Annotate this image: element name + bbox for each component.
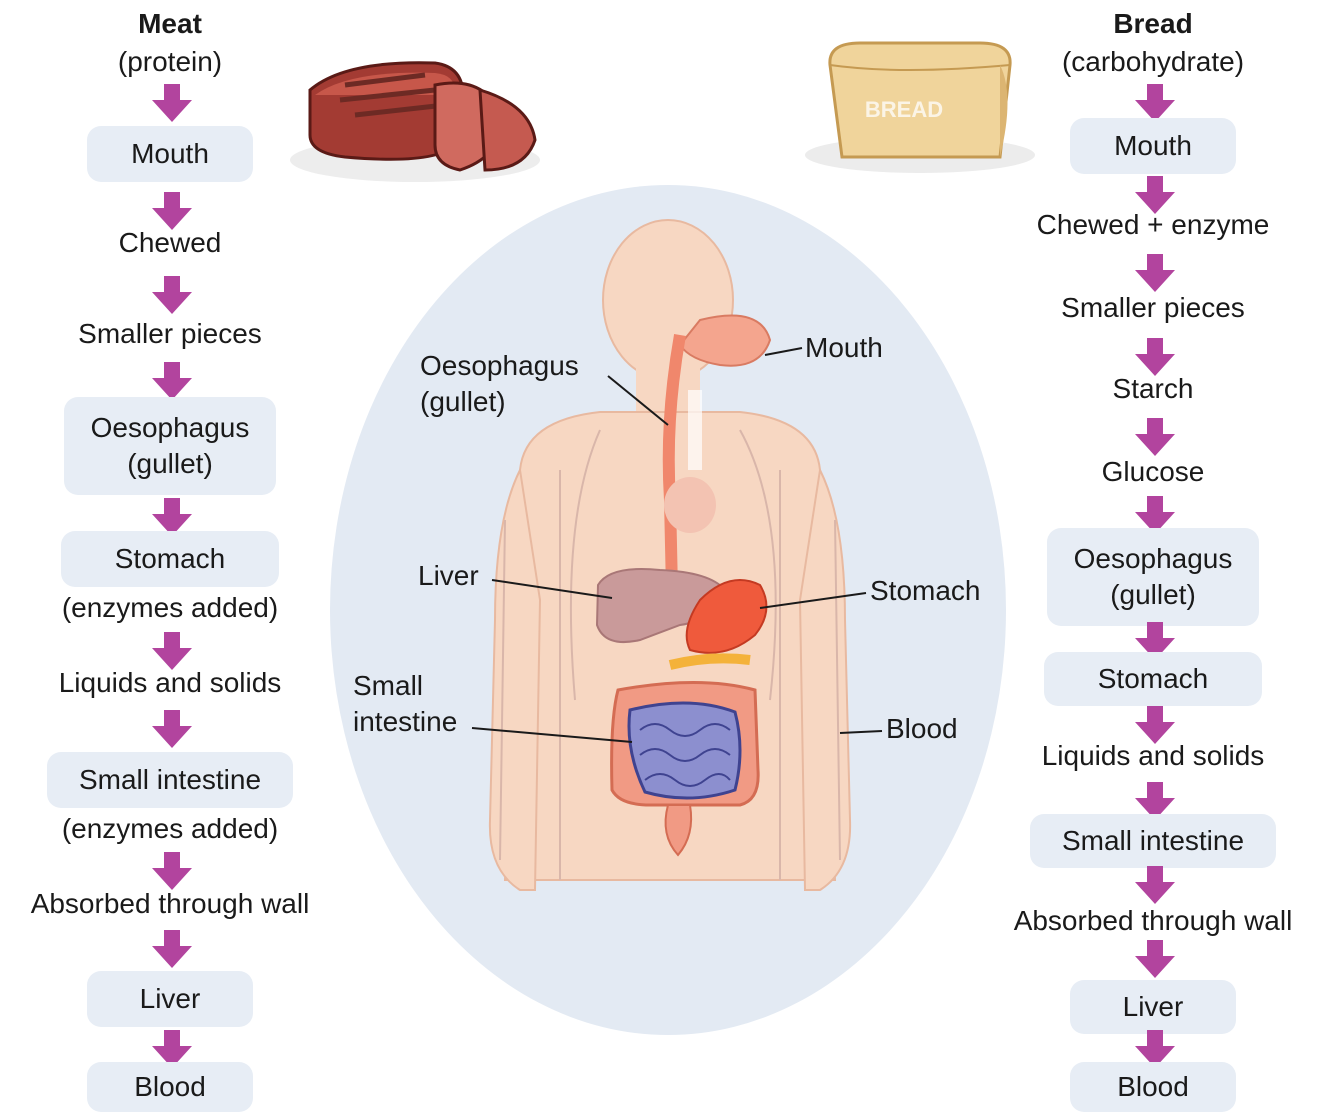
meat-step-liver: Liver [87,971,253,1027]
down-arrow-icon [152,852,192,890]
down-arrow-icon [152,710,192,748]
down-arrow-icon [1135,84,1175,122]
down-arrow-icon [1135,940,1175,978]
meat-title: Meat (protein) [118,5,222,81]
meat-step-small-intestine: Small intestine [47,752,293,808]
bread-title: Bread (carbohydrate) [1062,5,1244,81]
label-stomach: Stomach [870,573,981,609]
bread-step-oesophagus: Oesophagus (gullet) [1047,528,1259,626]
bread-step-blood: Blood [1070,1062,1236,1112]
meat-step-stomach: Stomach [61,531,279,587]
bread-step-smaller-pieces: Smaller pieces [1061,290,1245,326]
label-small-intestine-line2: intestine [353,704,457,740]
bread-step-liver: Liver [1070,980,1236,1034]
bread-step-chewed-enzyme: Chewed + enzyme [1037,207,1270,243]
meat-step-oesophagus-line1: Oesophagus [91,410,250,446]
down-arrow-icon [152,276,192,314]
meat-step-absorbed: Absorbed through wall [31,886,310,922]
meat-step-mouth: Mouth [87,126,253,182]
down-arrow-icon [1135,418,1175,456]
down-arrow-icon [152,930,192,968]
label-oesophagus-line1: Oesophagus [420,348,579,384]
meat-title-text: Meat [118,5,222,43]
label-liver: Liver [418,558,479,594]
bread-step-absorbed: Absorbed through wall [1014,903,1293,939]
label-oesophagus: Oesophagus (gullet) [420,348,579,421]
meat-step-enzymes-added-1: (enzymes added) [62,590,278,626]
label-small-intestine: Small intestine [353,668,457,741]
meat-step-liquids-solids: Liquids and solids [59,665,282,701]
bread-step-liquids-solids: Liquids and solids [1042,738,1265,774]
svg-text:BREAD: BREAD [865,97,943,122]
meat-step-chewed: Chewed [119,225,222,261]
bread-step-starch: Starch [1113,371,1194,407]
label-mouth: Mouth [805,330,883,366]
bread-title-text: Bread [1062,5,1244,43]
bread-step-mouth: Mouth [1070,118,1236,174]
bread-loaf-icon: BREAD [800,35,1040,175]
steak-icon [285,45,545,185]
meat-subtitle: (protein) [118,43,222,81]
bread-step-glucose: Glucose [1102,454,1205,490]
label-blood: Blood [886,711,958,747]
meat-step-enzymes-added-2: (enzymes added) [62,811,278,847]
down-arrow-icon [152,84,192,122]
label-oesophagus-line2: (gullet) [420,384,579,420]
meat-step-smaller-pieces: Smaller pieces [78,316,262,352]
down-arrow-icon [1135,866,1175,904]
bread-subtitle: (carbohydrate) [1062,43,1244,81]
label-small-intestine-line1: Small [353,668,457,704]
bread-step-small-intestine: Small intestine [1030,814,1276,868]
bread-step-oesophagus-line2: (gullet) [1110,577,1196,613]
down-arrow-icon [152,362,192,400]
bread-step-stomach: Stomach [1044,652,1262,706]
meat-step-blood: Blood [87,1062,253,1112]
down-arrow-icon [1135,254,1175,292]
meat-step-oesophagus-line2: (gullet) [127,446,213,482]
meat-step-oesophagus: Oesophagus (gullet) [64,397,276,495]
bread-step-oesophagus-line1: Oesophagus [1074,541,1233,577]
